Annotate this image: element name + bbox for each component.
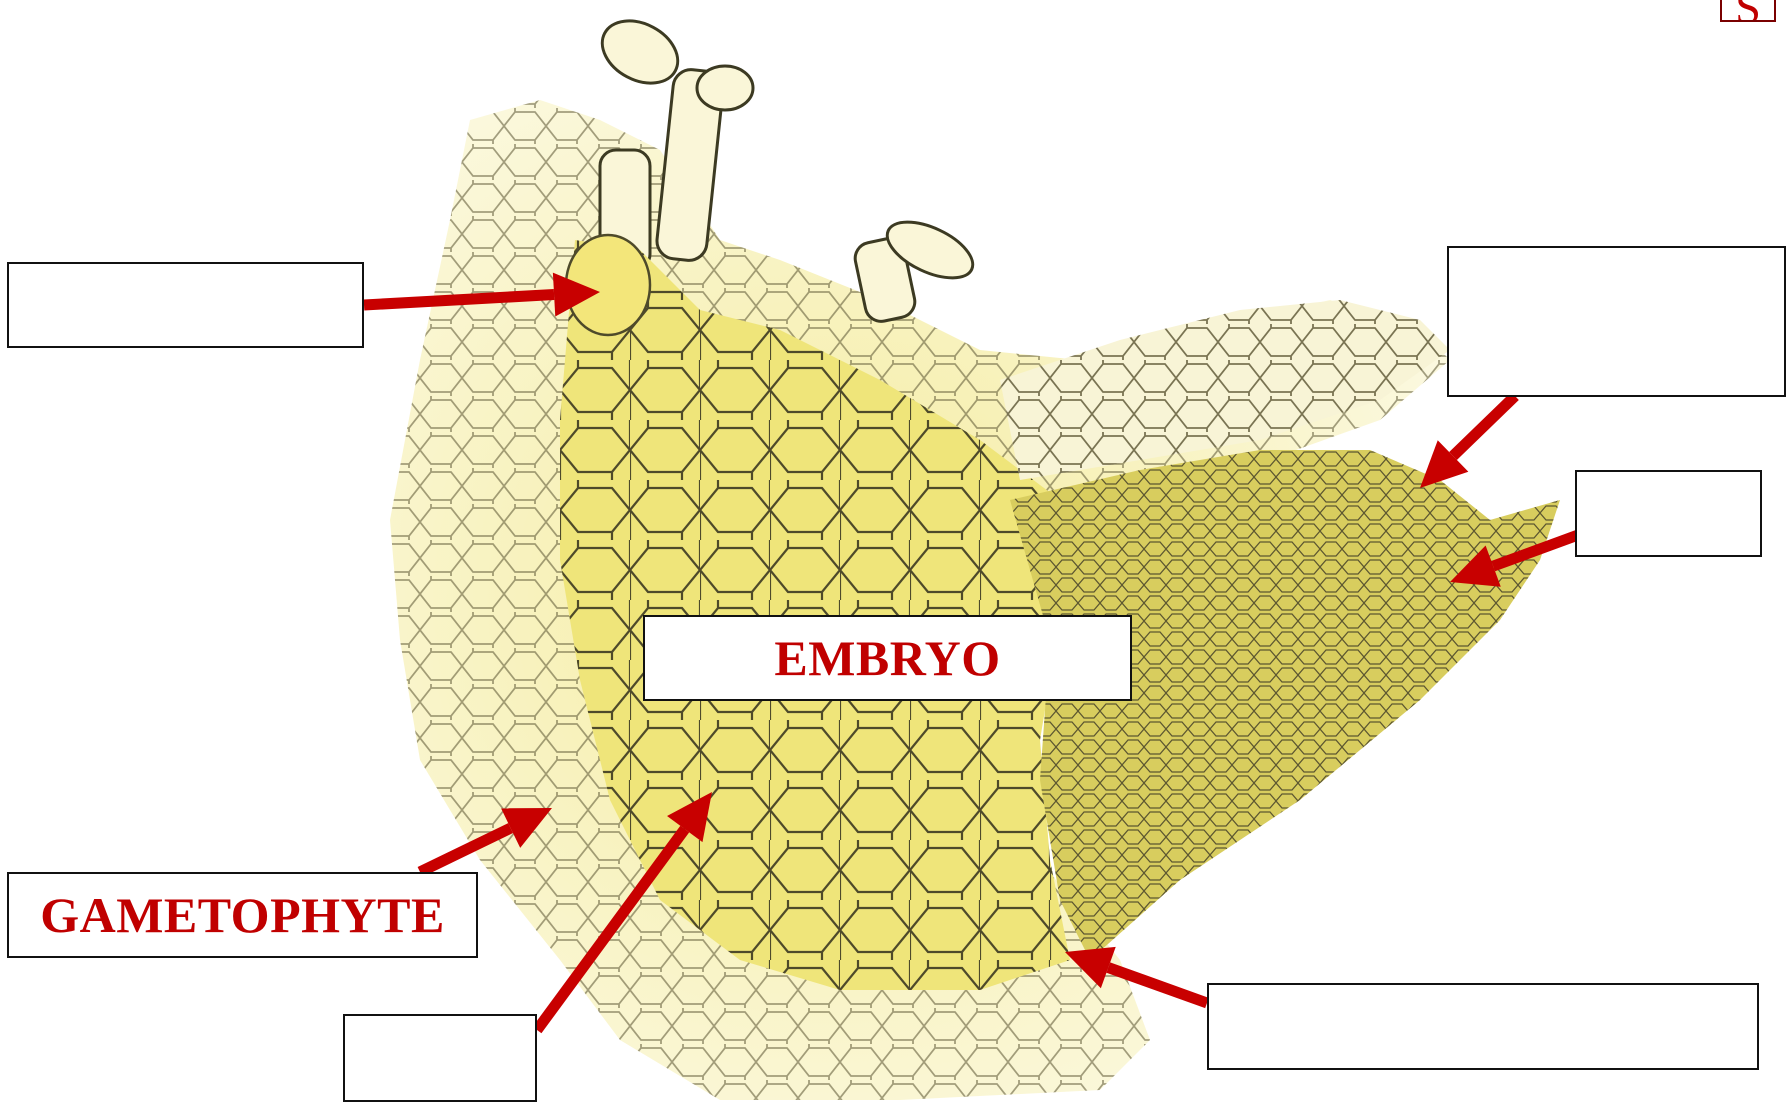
label-box-gametophyte: GAMETOPHYTE — [7, 872, 478, 958]
label-box-bottom-center-left — [343, 1014, 537, 1102]
label-box-top-right — [1447, 246, 1786, 397]
embryo-apex-region — [1010, 450, 1560, 960]
corner-mark: S — [1720, 0, 1776, 22]
label-box-top-left — [7, 262, 364, 348]
arrow-top-right — [1420, 396, 1515, 488]
label-box-embryo: EMBRYO — [643, 615, 1132, 701]
label-box-right-mid — [1575, 470, 1762, 557]
label-box-bottom-right — [1207, 983, 1759, 1070]
